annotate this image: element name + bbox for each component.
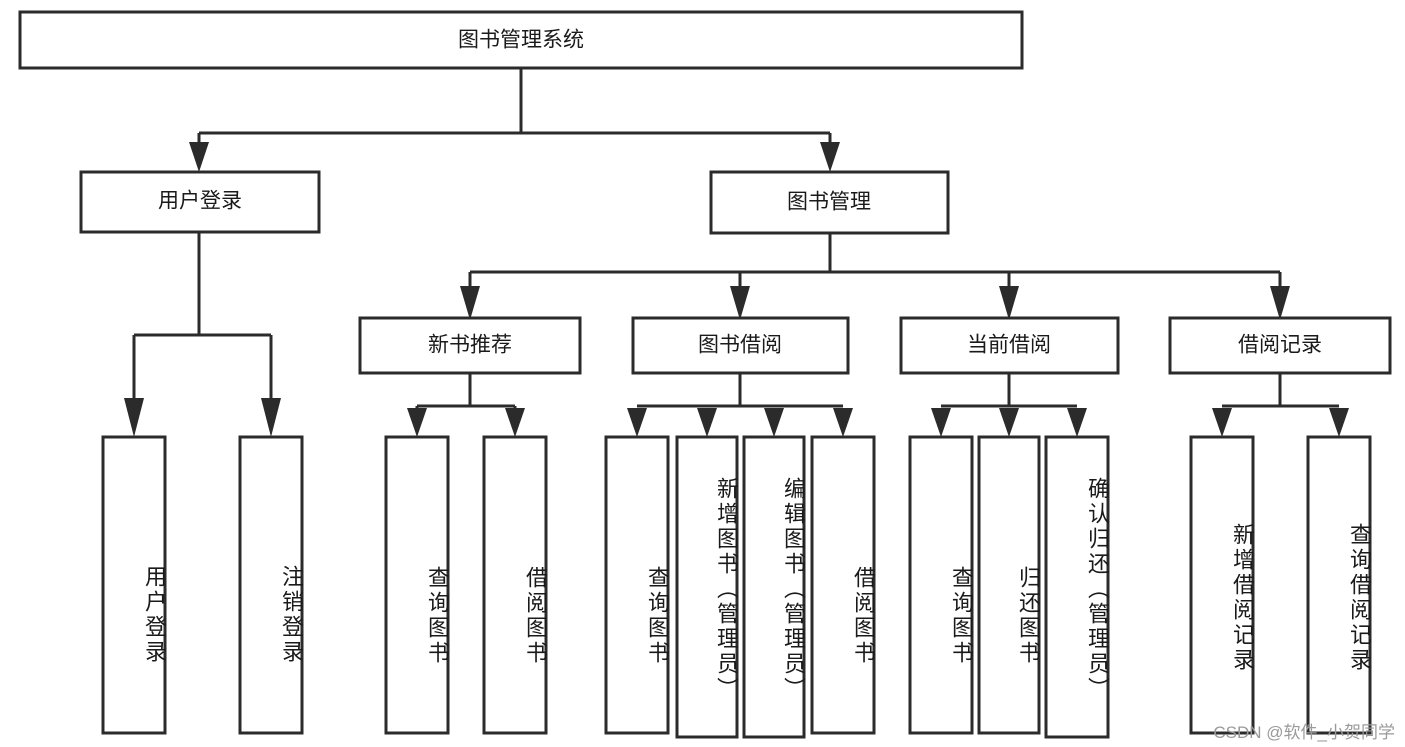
node-book-borrow[interactable]: 图书借阅: [631, 316, 850, 375]
leaf-box-c0[interactable]: [604, 435, 670, 735]
arrow-head-leaf-c2: [764, 408, 784, 437]
arrow-head-leaf-c1: [697, 408, 717, 437]
arrow-head-leaf-c3: [833, 408, 853, 437]
node-borrow-record[interactable]: 借阅记录: [1168, 316, 1392, 375]
connectors-book-mgmt-to-level3: [460, 233, 1290, 320]
leaf-box-d0[interactable]: [908, 435, 974, 735]
arrow-head-leaf-e1: [1329, 408, 1349, 437]
arrow-head-leaf-a1: [261, 398, 281, 437]
leaf-box-a1[interactable]: [238, 435, 304, 735]
node-current-borrow-label: 当前借阅: [967, 334, 1051, 357]
node-user-login-label: 用户登录: [158, 190, 242, 213]
node-book-management-box[interactable]: [709, 170, 950, 235]
arrow-head-leaf-d1: [999, 408, 1019, 437]
arrow-head-leaf-b1: [505, 408, 525, 437]
leaf-box-b1[interactable]: [482, 435, 548, 735]
leaf-box-c3[interactable]: [810, 435, 876, 735]
connectors-user-login-group: [124, 232, 281, 437]
arrow-head-leaf-a0: [124, 398, 144, 437]
connectors-current-borrow-group: [931, 373, 1087, 437]
node-new-book-recommend-label: 新书推荐: [428, 334, 512, 357]
node-book-borrow-label: 图书借阅: [698, 334, 782, 357]
node-borrow-record-label: 借阅记录: [1238, 334, 1322, 357]
node-root-box[interactable]: [18, 10, 1024, 70]
leaf-box-c2[interactable]: [742, 435, 806, 739]
arrow-head-leaf-e0: [1212, 408, 1232, 437]
arrow-head-l3-2: [999, 286, 1019, 320]
leaf-box-a0[interactable]: [101, 435, 167, 735]
node-current-borrow[interactable]: 当前借阅: [899, 316, 1120, 375]
node-book-management-label: 图书管理: [787, 191, 871, 214]
node-root[interactable]: 图书管理系统: [18, 10, 1024, 70]
node-user-login-box[interactable]: [79, 170, 321, 234]
arrow-head-leaf-d0: [931, 408, 951, 437]
arrow-head-leaf-b0: [407, 408, 427, 437]
arrow-head-book-mgmt: [820, 142, 840, 172]
arrow-head-leaf-c0: [627, 408, 647, 437]
leaf-box-e1[interactable]: [1306, 435, 1372, 735]
node-book-management[interactable]: 图书管理: [709, 170, 950, 235]
node-new-book-recommend[interactable]: 新书推荐: [358, 316, 582, 375]
node-root-label: 图书管理系统: [458, 29, 584, 52]
node-book-borrow-box[interactable]: [631, 316, 850, 375]
arrow-head-l3-0: [460, 286, 480, 320]
leaf-box-c1[interactable]: [675, 435, 739, 739]
node-user-login[interactable]: 用户登录: [79, 170, 321, 234]
leaf-box-b0[interactable]: [384, 435, 450, 735]
arrow-head-user-login: [189, 142, 209, 172]
connectors-root-to-level2: [189, 68, 840, 172]
node-current-borrow-box[interactable]: [899, 316, 1120, 375]
node-borrow-record-box[interactable]: [1168, 316, 1392, 375]
leaf-box-d2[interactable]: [1044, 435, 1110, 739]
leaf-box-e0[interactable]: [1189, 435, 1255, 735]
connectors-borrow-record-group: [1212, 373, 1349, 437]
connectors-new-book-group: [407, 373, 525, 437]
arrow-head-l3-3: [1270, 286, 1290, 320]
node-new-book-recommend-box[interactable]: [358, 316, 582, 375]
leaf-box-d1[interactable]: [977, 435, 1041, 735]
arrow-head-l3-1: [730, 286, 750, 320]
connectors-book-borrow-group: [627, 373, 853, 437]
arrow-head-leaf-d2: [1067, 408, 1087, 437]
